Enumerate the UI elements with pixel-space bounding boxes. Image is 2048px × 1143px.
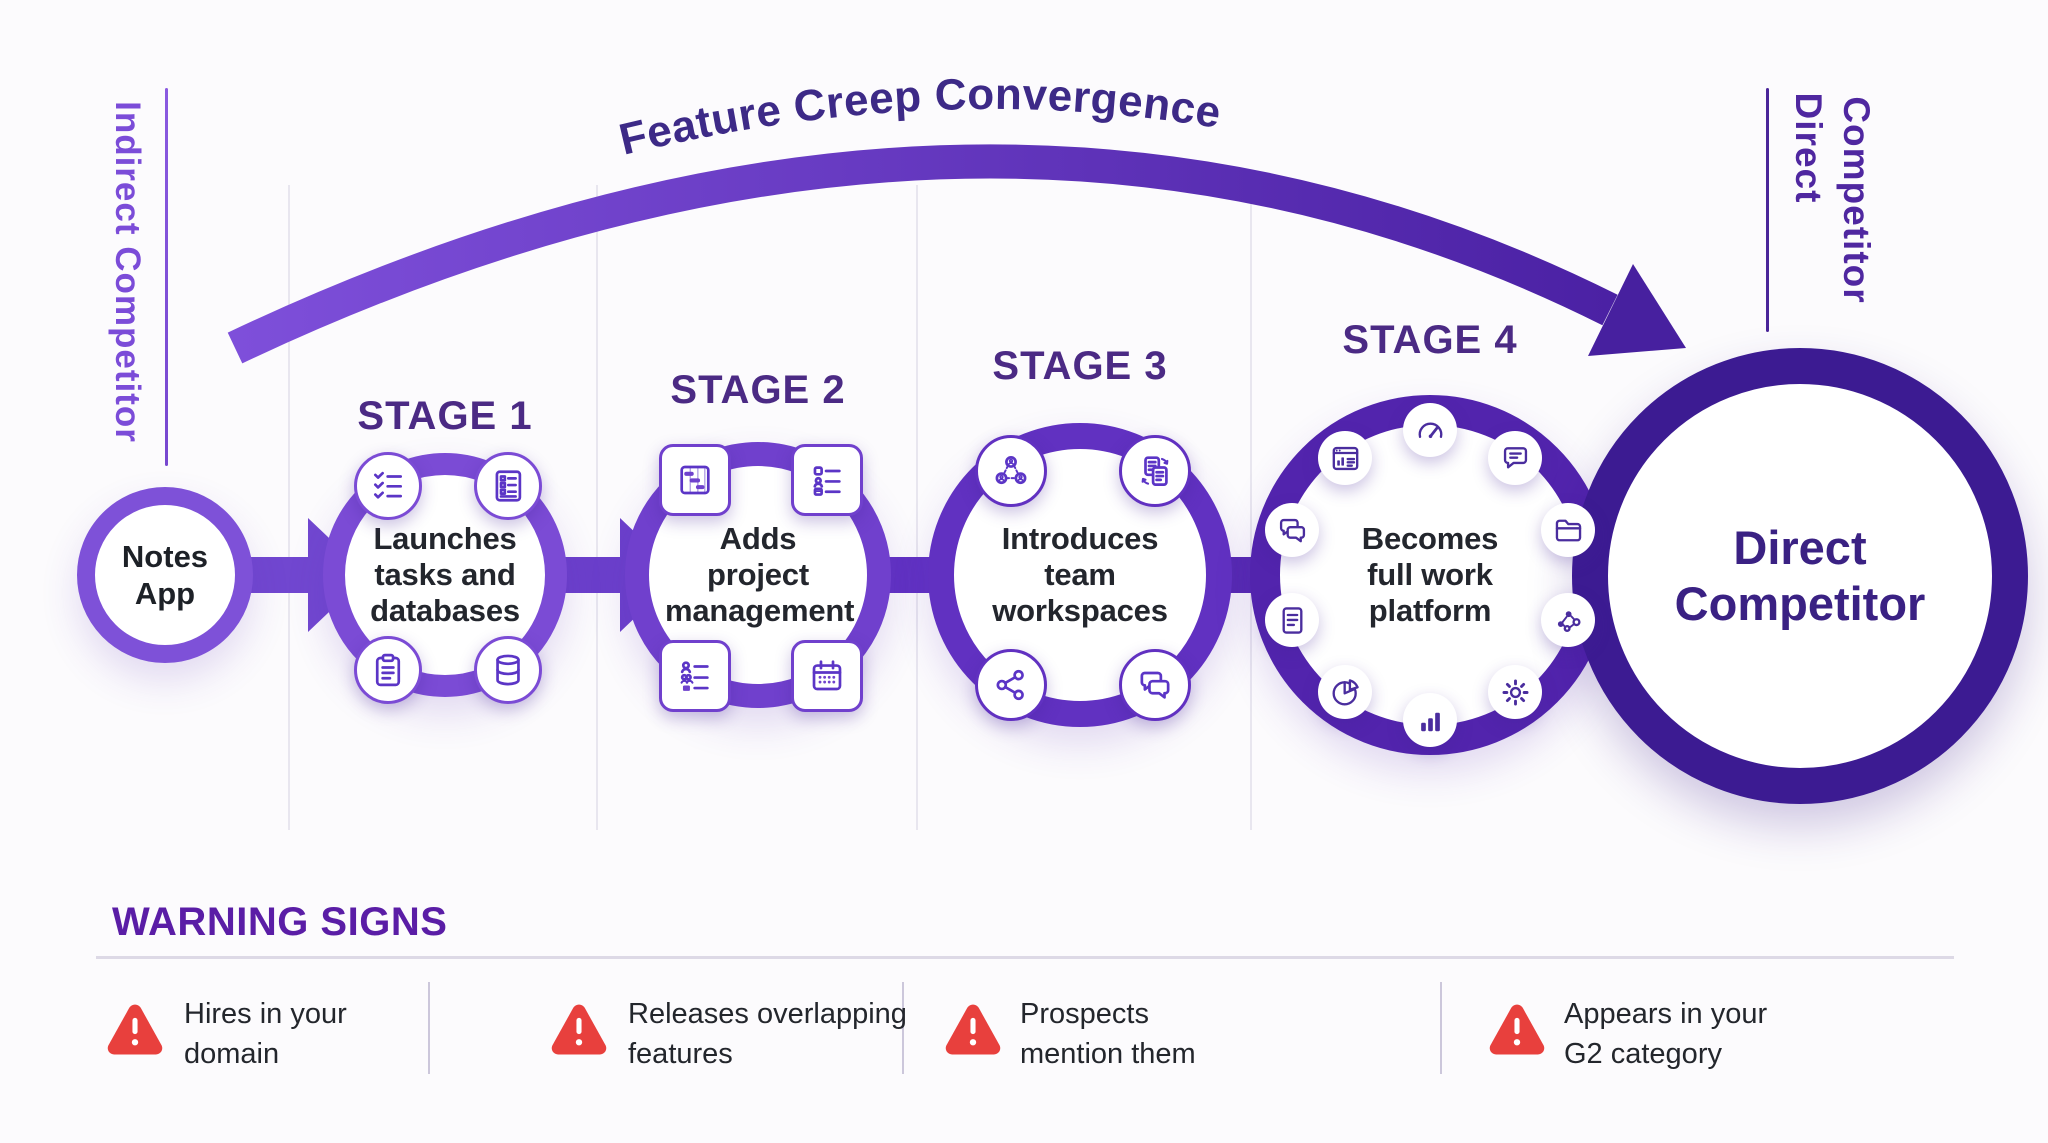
direct-competitor-node: Direct Competitor (1572, 348, 2028, 804)
stage-1-title: STAGE 1 (357, 394, 533, 438)
stage-1-description: Launches tasks and databases (370, 521, 520, 628)
warning-item: Appears in your G2 category (1564, 998, 1768, 1071)
comment-icon (1488, 431, 1542, 485)
database-icon (474, 636, 542, 704)
direct-competitor-axis-line (1766, 88, 1769, 332)
pie-chart-icon (1318, 665, 1372, 719)
warning-triangle-icon (104, 1000, 166, 1061)
warning-item: Releases overlapping features (628, 998, 907, 1071)
warning-triangle-icon (942, 1000, 1004, 1061)
direct-competitor-label-line2: Competitor (1836, 96, 1877, 304)
team-network-icon (975, 435, 1047, 507)
indirect-competitor-axis-line (165, 88, 168, 466)
stage-2-description: Adds project management (665, 521, 855, 628)
task-assignments-icon (791, 444, 863, 516)
stage-divider (916, 185, 918, 830)
warning-signs-title: WARNING SIGNS (112, 900, 448, 944)
warning-section-divider (96, 956, 1954, 959)
analytics-window-icon (1318, 431, 1372, 485)
stage-3-title: STAGE 3 (992, 344, 1168, 388)
notes-app-node: Notes App (77, 487, 253, 663)
document-sync-icon (1119, 435, 1191, 507)
network-nodes-icon (1541, 593, 1595, 647)
indirect-competitor-label: Indirect Competitor (108, 101, 147, 443)
notes-document-icon (474, 452, 542, 520)
warning-triangle-icon (548, 1000, 610, 1061)
people-list-icon (659, 640, 731, 712)
bar-chart-icon (1403, 693, 1457, 747)
feature-creep-arc-arrow (227, 144, 1618, 364)
stage-2-title: STAGE 2 (670, 368, 846, 412)
stage-3-description: Introduces team workspaces (992, 521, 1168, 628)
checklist-icon (354, 452, 422, 520)
document-icon (1265, 593, 1319, 647)
chat-bubbles-icon (1265, 503, 1319, 557)
warning-separator (428, 982, 430, 1074)
settings-gear-icon (1488, 665, 1542, 719)
stage-divider (288, 185, 290, 830)
stage-4-title: STAGE 4 (1342, 318, 1518, 362)
warning-item: Prospects mention them (1020, 998, 1196, 1071)
stage-divider (596, 185, 598, 830)
warning-triangle-icon (1486, 1000, 1548, 1061)
folder-icon (1541, 503, 1595, 557)
stage-divider (1250, 185, 1252, 830)
chat-bubbles-icon (1119, 649, 1191, 721)
direct-competitor-label-line1: Direct (1788, 92, 1829, 204)
warning-item: Hires in your domain (184, 998, 347, 1071)
direct-competitor-node-label: Direct Competitor (1674, 520, 1926, 630)
warning-separator (1440, 982, 1442, 1074)
share-icon (975, 649, 1047, 721)
clipboard-icon (354, 636, 422, 704)
notes-app-label: Notes App (121, 538, 209, 611)
warning-separator (902, 982, 904, 1074)
calendar-icon (791, 640, 863, 712)
arc-arrowhead-icon (1588, 264, 1686, 356)
gantt-chart-icon (659, 444, 731, 516)
stage-4-description: Becomes full work platform (1361, 521, 1499, 628)
gauge-icon (1403, 403, 1457, 457)
